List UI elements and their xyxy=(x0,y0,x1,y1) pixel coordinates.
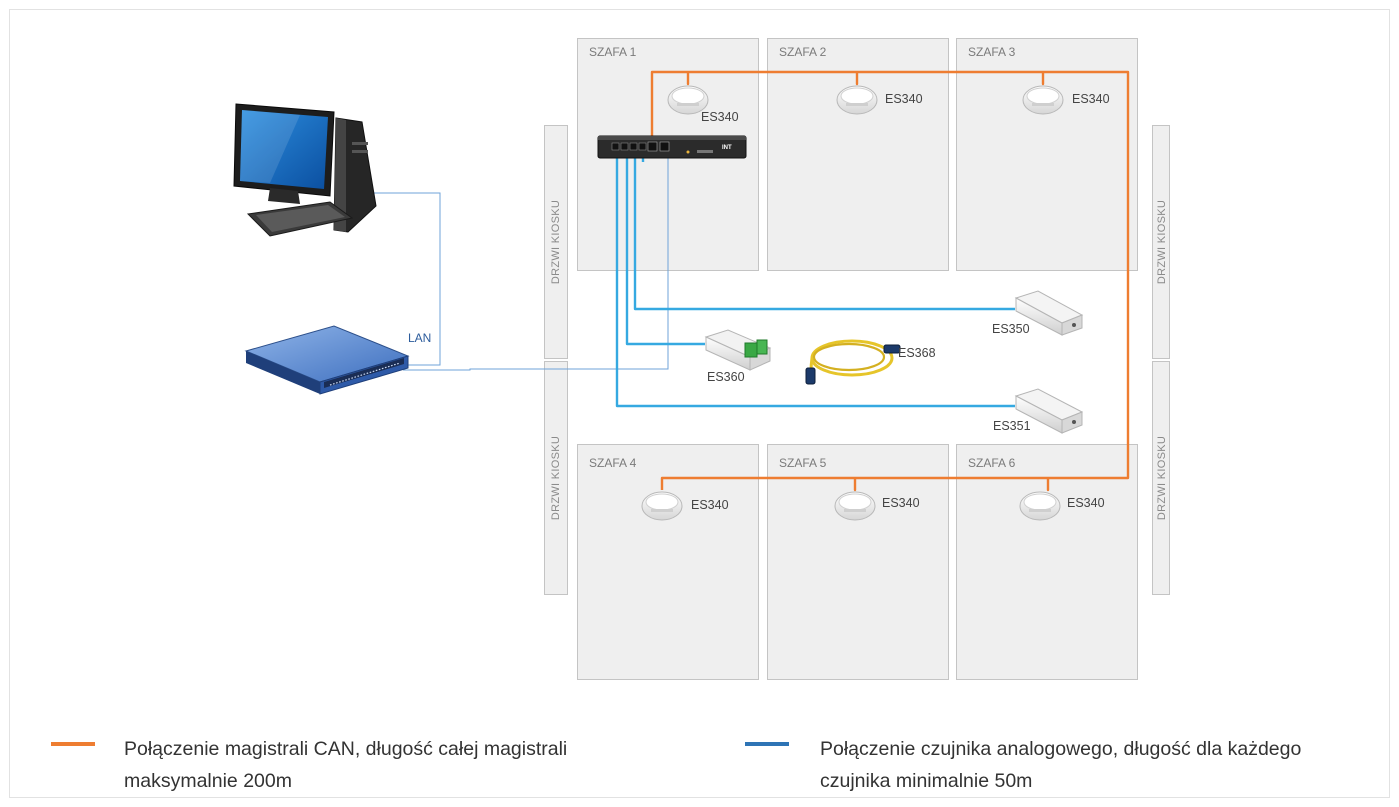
desktop-pc-icon xyxy=(233,103,377,237)
legend-swatch-analog xyxy=(745,742,789,746)
legend-swatch-can xyxy=(51,742,95,746)
lan-label: LAN xyxy=(408,331,431,345)
es350-sensor-icon xyxy=(1014,290,1084,336)
device-label-es340: ES340 xyxy=(885,92,923,106)
network-switch-icon xyxy=(244,325,410,395)
analog-cable-es351 xyxy=(615,150,1015,408)
analog-cable-es360 xyxy=(625,150,705,346)
device-label-es368: ES368 xyxy=(898,346,936,360)
legend-analog-line1: Połączenie czujnika analogowego, długość… xyxy=(820,738,1302,760)
cabinet-szafa-5: SZAFA 5 xyxy=(767,444,949,680)
device-label-es340: ES340 xyxy=(882,496,920,510)
cabinet-label: SZAFA 2 xyxy=(779,45,827,59)
cabinet-szafa-3: SZAFA 3 xyxy=(956,38,1138,271)
device-label-es340: ES340 xyxy=(701,110,739,124)
smoke-detector-icon xyxy=(836,85,878,115)
cabinet-label: SZAFA 5 xyxy=(779,456,827,470)
legend-can-line1: Połączenie magistrali CAN, długość całej… xyxy=(124,738,568,760)
cabinet-label: SZAFA 4 xyxy=(589,456,637,470)
smoke-detector-icon xyxy=(1019,491,1061,521)
device-label-es360: ES360 xyxy=(707,370,745,384)
can-bus-line xyxy=(650,70,1130,492)
legend-analog-line2: czujnika minimalnie 50m xyxy=(820,770,1033,792)
door-left-bottom: DRZWI KIOSKU xyxy=(544,361,568,595)
diagram-frame xyxy=(9,9,1390,798)
es368-leak-sensor-icon xyxy=(805,339,901,385)
smoke-detector-icon xyxy=(834,491,876,521)
device-label-es340: ES340 xyxy=(1072,92,1110,106)
controller-unit: INT xyxy=(597,135,747,159)
legend-text-analog: Połączenie czujnika analogowego, długość… xyxy=(820,733,1301,797)
legend-can-line2: maksymalnie 200m xyxy=(124,770,292,792)
cabinet-szafa-4: SZAFA 4 xyxy=(577,444,759,680)
door-right-bottom: DRZWI KIOSKU xyxy=(1152,361,1170,595)
svg-text:INT: INT xyxy=(722,145,732,151)
door-left-top: DRZWI KIOSKU xyxy=(544,125,568,359)
es351-sensor-icon xyxy=(1014,388,1084,434)
smoke-detectors-top: ES340 ES340 ES340 xyxy=(667,85,1110,124)
cabinet-label: SZAFA 3 xyxy=(968,45,1016,59)
lan-cable-pc xyxy=(372,192,441,366)
door-right-top: DRZWI KIOSKU xyxy=(1152,125,1170,359)
lan-cables xyxy=(372,152,669,371)
smoke-detectors-bottom: ES340 ES340 ES340 xyxy=(641,491,1105,521)
cabinet-label: SZAFA 6 xyxy=(968,456,1016,470)
es360-module-icon xyxy=(704,329,772,371)
door-label: DRZWI KIOSKU xyxy=(550,200,562,284)
analog-cable-es350 xyxy=(633,150,1015,311)
device-label-es340: ES340 xyxy=(1067,496,1105,510)
device-label-es351: ES351 xyxy=(993,419,1031,433)
door-label: DRZWI KIOSKU xyxy=(1156,436,1168,520)
device-label-es350: ES350 xyxy=(992,322,1030,336)
smoke-detector-icon xyxy=(641,491,683,521)
cabinet-label: SZAFA 1 xyxy=(589,45,637,59)
legend-text-can: Połączenie magistrali CAN, długość całej… xyxy=(124,733,567,797)
door-label: DRZWI KIOSKU xyxy=(550,436,562,520)
analog-cables xyxy=(615,150,1015,408)
device-label-es340: ES340 xyxy=(691,498,729,512)
door-label: DRZWI KIOSKU xyxy=(1156,200,1168,284)
smoke-detector-icon xyxy=(667,85,709,115)
smoke-detector-icon xyxy=(1022,85,1064,115)
lan-cable-controller xyxy=(403,152,669,371)
